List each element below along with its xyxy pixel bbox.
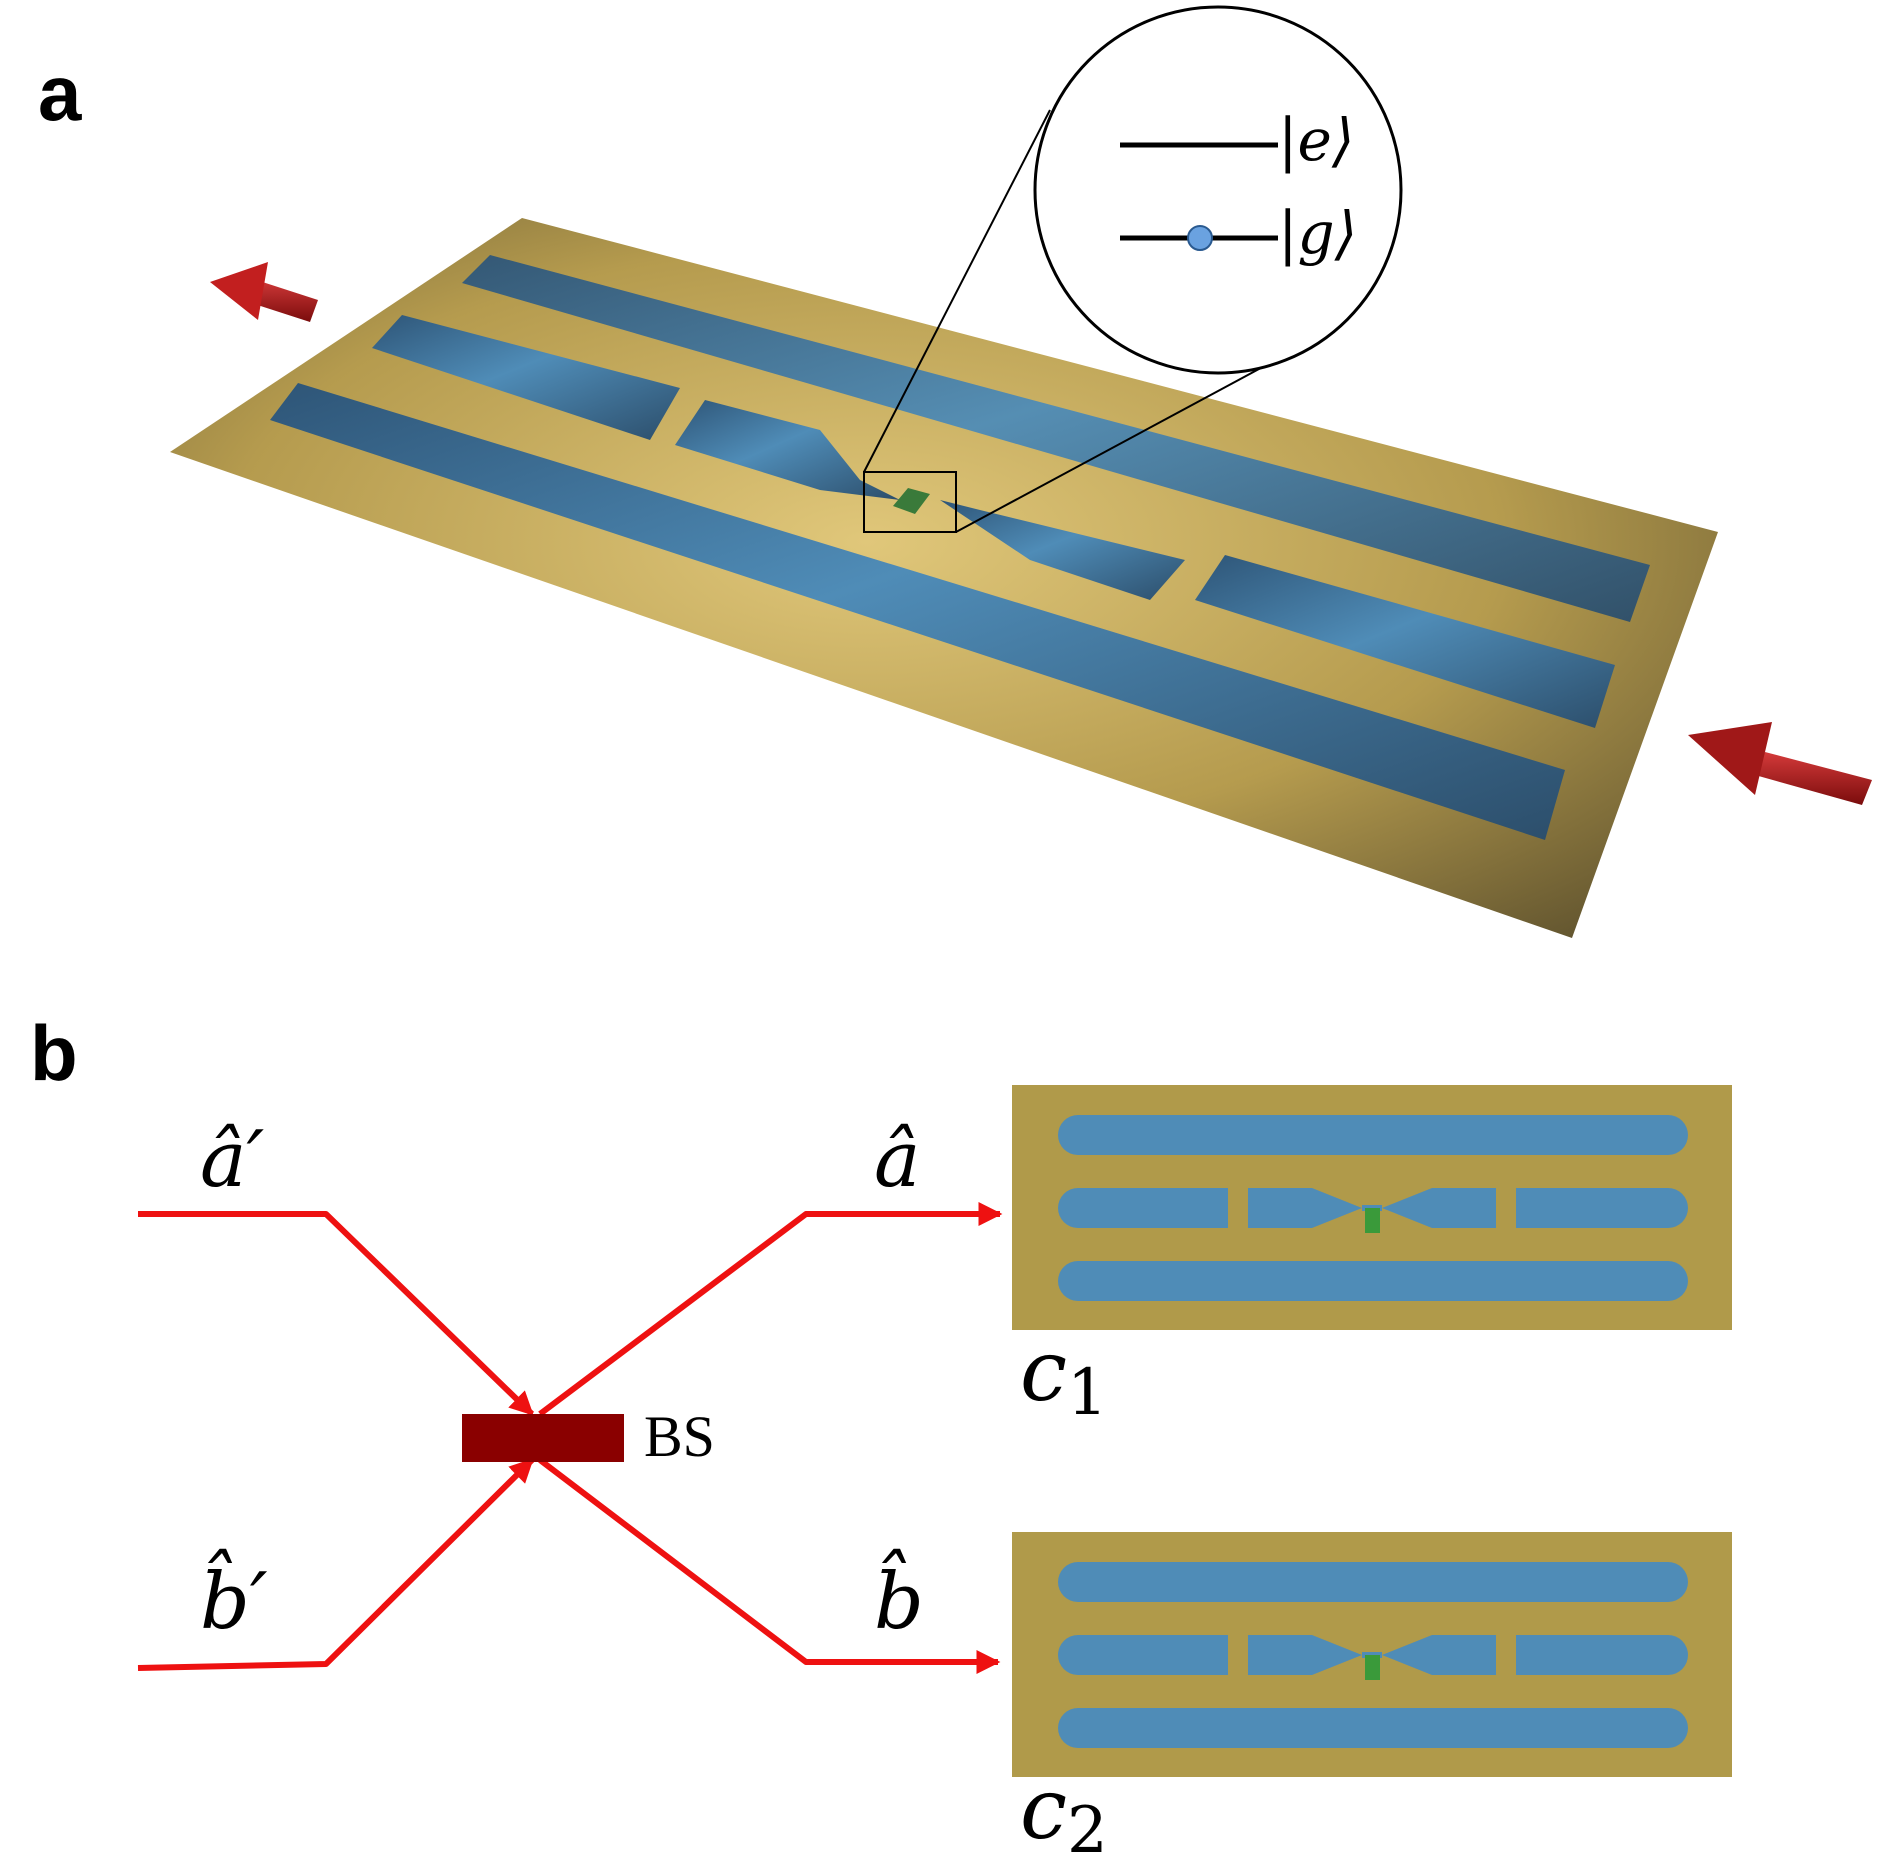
input-a-label: â′ — [200, 1115, 265, 1205]
state-excited-label: |e⟩ — [1278, 106, 1355, 174]
beam-splitter — [462, 1414, 624, 1462]
atom-icon — [1187, 225, 1213, 251]
waveguide-taper-left — [675, 400, 900, 500]
input-b-label: b̂′ — [200, 1547, 268, 1647]
waveguide-middle-right — [1195, 555, 1615, 728]
beam-a-out — [538, 1202, 1003, 1417]
beam-a-prime — [138, 1211, 535, 1417]
panel-b-label: b — [30, 1009, 78, 1097]
beam-b-prime — [137, 1457, 535, 1671]
beam-splitter-label: BS — [644, 1404, 715, 1469]
chip-c1 — [1012, 1085, 1732, 1330]
zoom-circle: |e⟩ |g⟩ — [1033, 5, 1403, 375]
waveguide-middle-left — [372, 315, 680, 440]
chip1-label: c1 — [1020, 1322, 1108, 1430]
zoom-box — [863, 471, 957, 533]
arrow-3d-left — [210, 262, 318, 322]
output-a-label: â — [874, 1115, 921, 1205]
arrow-3d-right — [1688, 722, 1872, 805]
beam-b-out — [538, 1457, 1001, 1674]
waveguide-bottom — [270, 383, 1565, 840]
chip-c2 — [1012, 1532, 1732, 1777]
output-b-label: b̂ — [874, 1547, 924, 1647]
waveguide-taper-right — [940, 500, 1185, 600]
panel-a-label: a — [38, 49, 82, 137]
state-ground-label: |g⟩ — [1278, 199, 1357, 267]
chip-3d — [170, 109, 1718, 938]
waveguide-top — [462, 255, 1650, 622]
chip2-label: c2 — [1020, 1760, 1108, 1858]
beam-paths — [137, 1202, 1003, 1674]
emitter-3d — [893, 488, 930, 514]
